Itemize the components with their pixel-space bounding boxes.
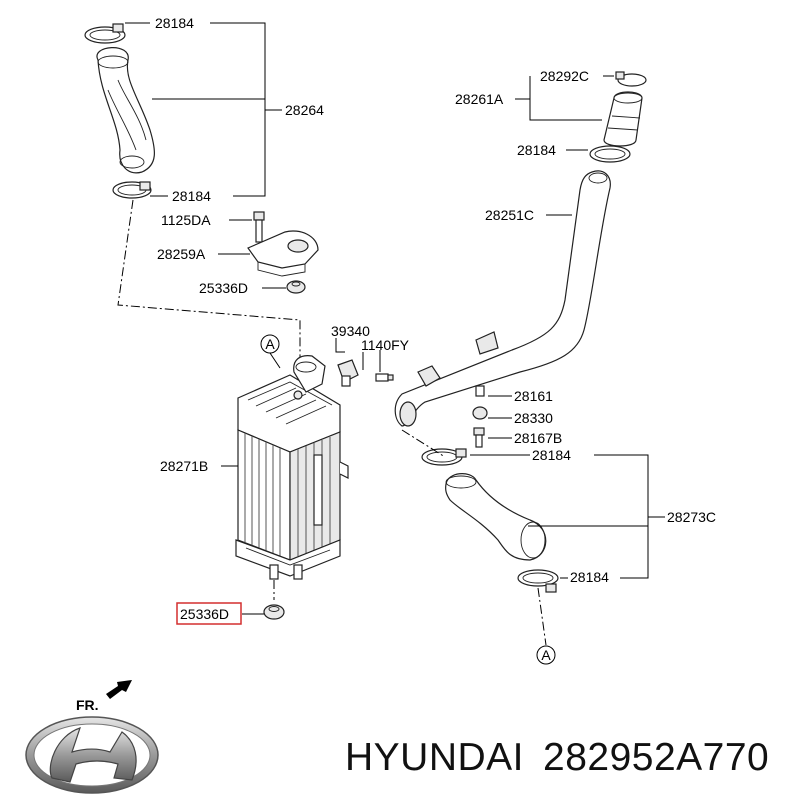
- label-28184-upper-lower: 28184: [172, 188, 211, 204]
- bolt-28167b-icon: [473, 427, 485, 448]
- label-28184-top: 28184: [155, 15, 194, 31]
- highlight-box: [176, 602, 242, 625]
- svg-text:A: A: [265, 336, 275, 352]
- hose-clamp-top-icon: [84, 23, 126, 44]
- bolt-1140fy-icon: [375, 373, 394, 382]
- hose-28261a-icon: [603, 91, 643, 147]
- brand-part-number: 282952A770: [543, 736, 769, 779]
- plug-28161-icon: [475, 385, 485, 397]
- upper-hose-group: [84, 22, 282, 199]
- label-28264: 28264: [285, 102, 324, 118]
- svg-text:A: A: [541, 647, 551, 663]
- label-25336d-top: 25336D: [199, 280, 248, 296]
- label-28184-right-bottom: 28184: [570, 569, 609, 585]
- insulator-top-icon: [286, 280, 306, 294]
- circle-a-bottom: A: [536, 645, 556, 665]
- hose-28273c-icon: [445, 473, 547, 561]
- hose-clamp-lower-icon: [112, 181, 152, 199]
- pipe-28251c-icon: [394, 170, 611, 427]
- centerline-left: [117, 199, 301, 370]
- label-28184-right-top: 28184: [517, 142, 556, 158]
- label-28161: 28161: [514, 388, 553, 404]
- clamp-right-bottom-icon: [517, 569, 559, 593]
- clamp-right-mid-icon: [421, 448, 467, 466]
- centerline-right-upper: [401, 429, 446, 458]
- front-direction-indicator: FR.: [76, 680, 132, 713]
- intercooler-icon: [235, 355, 349, 580]
- hyundai-logo-icon: [25, 716, 159, 794]
- label-28271b: 28271B: [160, 458, 208, 474]
- label-39340: 39340: [331, 323, 370, 339]
- bracket-28259a-icon: [247, 230, 319, 277]
- label-28184-right-mid: 28184: [532, 447, 571, 463]
- label-28292c: 28292C: [540, 68, 589, 84]
- label-1140fy: 1140FY: [361, 337, 410, 353]
- label-28259a: 28259A: [157, 246, 206, 262]
- label-28167b: 28167B: [514, 430, 562, 446]
- front-label: FR.: [76, 697, 99, 713]
- gasket-28330-icon: [472, 406, 488, 420]
- upper-hose-icon: [96, 47, 155, 174]
- label-28273c: 28273C: [667, 509, 716, 525]
- clamp-28292c-icon: [615, 71, 647, 87]
- bolt-1125da-icon: [253, 211, 265, 243]
- centerline-right-lower: [537, 587, 547, 646]
- label-1125da: 1125DA: [161, 212, 211, 228]
- clamp-right-top-icon: [589, 145, 631, 163]
- label-28330: 28330: [514, 410, 553, 426]
- label-28251c: 28251C: [485, 207, 534, 223]
- front-arrow-icon: [106, 680, 132, 699]
- circle-a-top: A: [260, 334, 280, 354]
- label-25336d-bottom[interactable]: 25336D: [180, 606, 229, 622]
- brand-name: HYUNDAI: [345, 736, 524, 779]
- sensor-39340-icon: [337, 359, 359, 387]
- insulator-bottom-icon: [263, 604, 285, 620]
- label-28261a: 28261A: [455, 91, 504, 107]
